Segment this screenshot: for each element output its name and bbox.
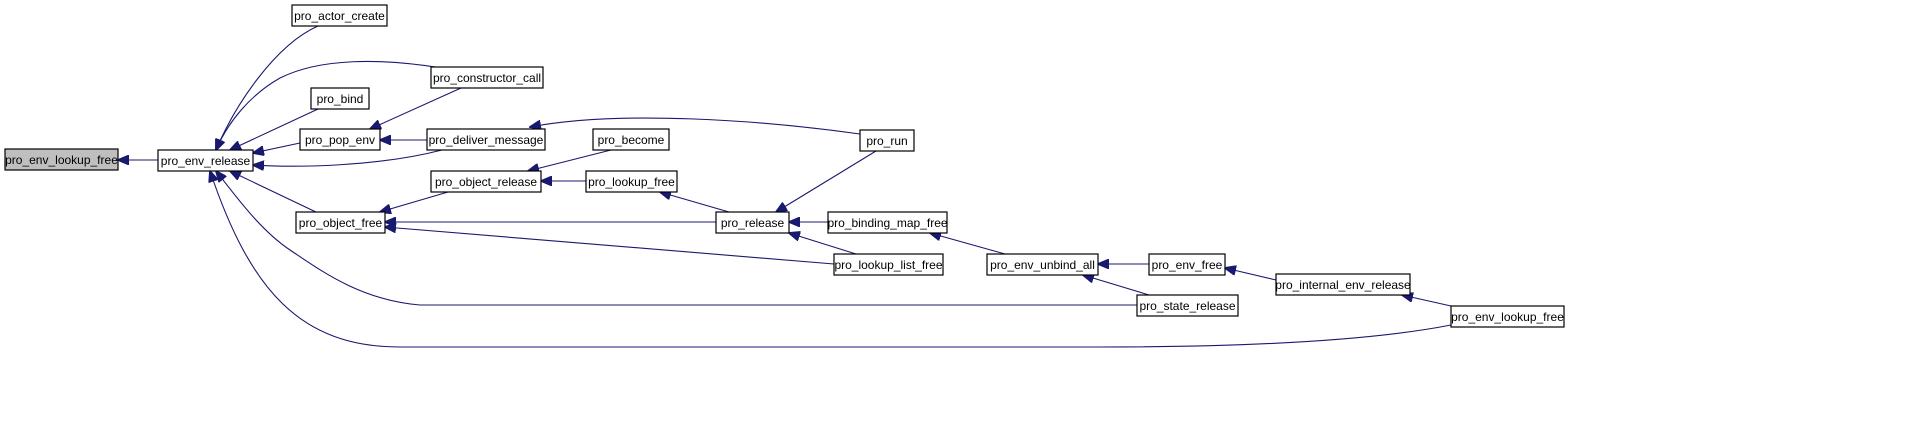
node-label: pro_bind	[317, 92, 364, 106]
edge-pro_state_release-to-pro_env_release	[216, 171, 1137, 306]
node-pro_constructor_call[interactable]: pro_constructor_call	[430, 66, 544, 89]
node-label: pro_actor_create	[294, 9, 385, 23]
node-label: pro_binding_map_free	[827, 216, 947, 230]
node-box[interactable]	[426, 128, 546, 151]
edge-pro_become-to-pro_object_release	[528, 149, 612, 171]
edge-pro_env_lookup_free-to-pro_env_release	[210, 171, 1452, 348]
node-box[interactable]	[1450, 305, 1565, 328]
edge-pro_deliver_message-to-pro_env_release	[253, 149, 443, 166]
node-box[interactable]	[157, 149, 254, 172]
node-box[interactable]	[430, 170, 542, 193]
node-pro_become[interactable]: pro_become	[592, 128, 670, 151]
node-box[interactable]	[859, 129, 915, 152]
edge-pro_object_release-to-pro_object_free	[380, 191, 449, 212]
node-pro_lookup_free[interactable]: pro_lookup_free	[585, 170, 678, 193]
nodes-layer: pro_env_lookup_free pro_env_release pro_ac…	[4, 4, 1565, 328]
node-box[interactable]	[986, 253, 1099, 276]
edge-pro_run-to-pro_release	[776, 150, 877, 212]
node-box[interactable]	[585, 170, 678, 193]
node-box[interactable]	[299, 128, 381, 151]
node-label: pro_env_unbind_all	[990, 258, 1095, 272]
edge-pro_lookup_list_free-to-pro_object_free	[385, 227, 835, 265]
node-label: pro_env_lookup_free	[1451, 310, 1564, 324]
node-pro_actor_create[interactable]: pro_actor_create	[291, 4, 388, 27]
edge-pro_env_unbind_all-to-pro_binding_map_free	[930, 233, 1006, 255]
node-label: pro_env_free	[1152, 258, 1223, 272]
edge-pro_constructor_call-to-pro_env_release	[216, 60, 443, 150]
node-box[interactable]	[310, 87, 370, 110]
node-label: pro_constructor_call	[433, 71, 541, 85]
edge-pro_env_lookup_free-to-pro_internal_env_release	[1402, 295, 1452, 307]
edge-pro_state_release-to-pro_env_unbind_all	[1083, 275, 1150, 296]
node-pro_bind[interactable]: pro_bind	[310, 87, 370, 110]
node-label: pro_env_release	[161, 154, 251, 168]
node-box[interactable]	[295, 211, 386, 234]
node-pro_lookup_list_free[interactable]: pro_lookup_list_free	[833, 253, 944, 276]
node-label: pro_state_release	[1139, 299, 1235, 313]
node-pro_env_free[interactable]: pro_env_free	[1148, 253, 1226, 276]
node-box[interactable]	[1136, 294, 1239, 317]
node-box[interactable]	[827, 211, 948, 234]
node-label: pro_lookup_free	[588, 175, 675, 189]
node-pro_binding_map_free[interactable]: pro_binding_map_free	[827, 211, 948, 234]
edge-pro_internal_env_release-to-pro_env_free	[1225, 268, 1277, 281]
node-pro_object_free[interactable]: pro_object_free	[295, 211, 386, 234]
node-pro_state_release[interactable]: pro_state_release	[1136, 294, 1239, 317]
node-label: pro_deliver_message	[429, 133, 544, 147]
node-label: pro_object_release	[435, 175, 537, 189]
node-box[interactable]	[1275, 273, 1411, 296]
edge-pro_bind-to-pro_env_release	[230, 108, 319, 150]
node-label: pro_become	[598, 133, 665, 147]
node-label: pro_pop_env	[305, 133, 375, 147]
node-pro_run[interactable]: pro_run	[859, 129, 915, 152]
edge-pro_lookup_list_free-to-pro_release	[789, 233, 857, 255]
node-label: pro_object_free	[299, 216, 383, 230]
edge-pro_constructor_call-to-pro_pop_env	[370, 87, 462, 129]
node-box[interactable]	[715, 211, 790, 234]
node-label: pro_lookup_list_free	[834, 258, 942, 272]
node-pro_internal_env_release[interactable]: pro_internal_env_release	[1275, 273, 1411, 296]
edges-layer	[118, 25, 1452, 348]
edge-pro_run-to-pro_deliver_message	[530, 117, 861, 135]
node-box[interactable]	[291, 4, 388, 27]
node-pro_env_lookup_free[interactable]: pro_env_lookup_free	[1450, 305, 1565, 328]
node-pro_release[interactable]: pro_release	[715, 211, 790, 234]
node-pro_pop_env[interactable]: pro_pop_env	[299, 128, 381, 151]
edge-pro_pop_env-to-pro_env_release	[253, 142, 301, 153]
node-box[interactable]	[4, 148, 119, 171]
node-box[interactable]	[592, 128, 670, 151]
node-pro_env_unbind_all[interactable]: pro_env_unbind_all	[986, 253, 1099, 276]
node-pro_env_release[interactable]: pro_env_release	[157, 149, 254, 172]
node-label: pro_run	[866, 134, 907, 148]
node-label: pro_release	[721, 216, 785, 230]
node-pro_env_lookup_free_root[interactable]: pro_env_lookup_free	[4, 148, 119, 171]
node-pro_object_release[interactable]: pro_object_release	[430, 170, 542, 193]
node-label: pro_env_lookup_free	[5, 153, 118, 167]
edge-pro_object_free-to-pro_env_release	[230, 171, 319, 214]
node-pro_deliver_message[interactable]: pro_deliver_message	[426, 128, 546, 151]
node-box[interactable]	[1148, 253, 1226, 276]
node-box[interactable]	[430, 66, 544, 89]
edge-pro_release-to-pro_lookup_free	[660, 192, 730, 213]
node-label: pro_internal_env_release	[1275, 278, 1411, 292]
node-box[interactable]	[833, 253, 944, 276]
